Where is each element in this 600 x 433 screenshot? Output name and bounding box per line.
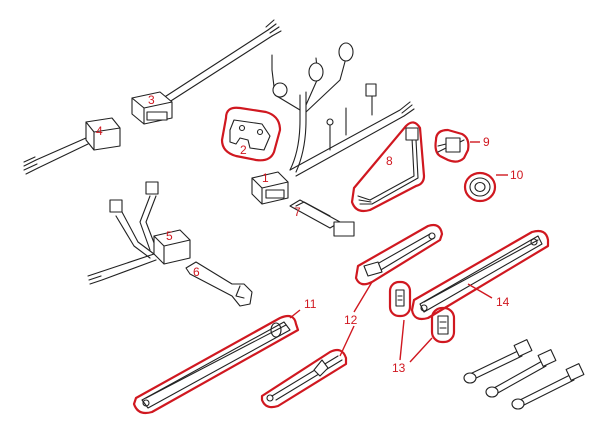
- part-6-plate: [185, 261, 253, 307]
- part-10-grommet: [463, 171, 497, 203]
- callout-7: 7: [294, 205, 301, 219]
- leader-lines: [289, 141, 508, 363]
- part-2-bracket: [220, 106, 282, 162]
- bottom-right-leads: [463, 339, 585, 410]
- callout-2: 2: [240, 143, 247, 157]
- part-9-switch: [434, 128, 470, 163]
- callout-14: 14: [496, 295, 510, 309]
- callout-1: 1: [262, 171, 269, 185]
- part-12-strap-lower: [260, 348, 348, 409]
- part-13-clip-upper: [388, 280, 412, 318]
- callout-6: 6: [193, 265, 200, 279]
- part-3-harness: [131, 19, 282, 125]
- part-8-harness: [350, 121, 426, 213]
- part-1-main-harness: [251, 42, 415, 205]
- part-14-bar: [410, 229, 550, 321]
- callout-9: 9: [483, 135, 490, 149]
- callout-3: 3: [148, 93, 155, 107]
- part-4-connector: [23, 117, 121, 175]
- callout-13: 13: [392, 361, 406, 375]
- callout-12: 12: [344, 313, 358, 327]
- callout-4: 4: [96, 124, 103, 138]
- part-5-harness: [87, 181, 191, 285]
- callout-10: 10: [510, 168, 524, 182]
- callout-11: 11: [304, 297, 317, 311]
- part-7-clip: [289, 199, 355, 237]
- part-12-strap-upper: [354, 223, 444, 286]
- part-11-bar: [132, 314, 300, 415]
- callout-5: 5: [166, 229, 173, 243]
- callout-8: 8: [386, 154, 393, 168]
